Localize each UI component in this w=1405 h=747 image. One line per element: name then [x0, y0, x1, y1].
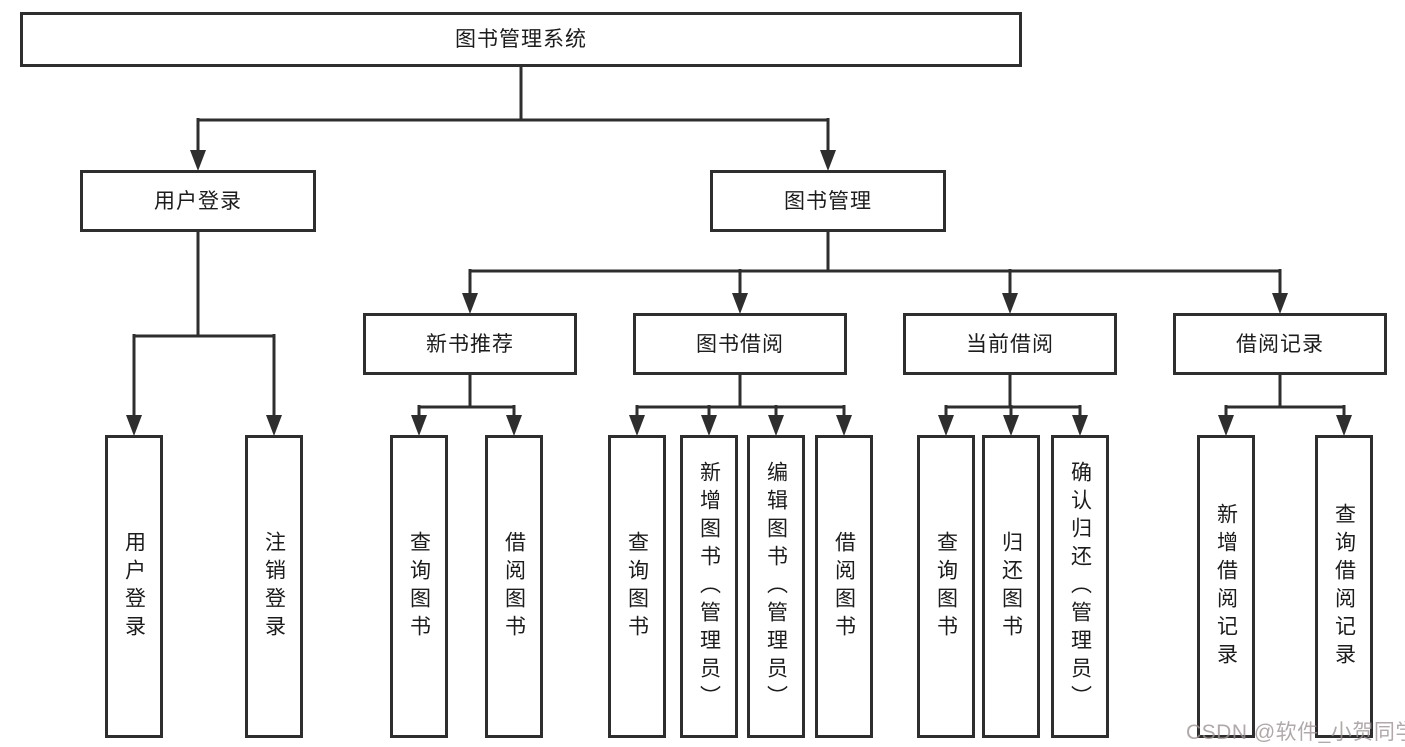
leaf-record-add-label: 新增借阅记录 [1214, 502, 1238, 671]
leaf-record-add: 新增借阅记录 [1197, 435, 1255, 738]
leaf-logout-label: 注销登录 [262, 530, 286, 643]
tree-edges [132, 67, 1346, 418]
leaf-newbook-query-label: 查询图书 [407, 530, 431, 643]
leaf-borrow-query: 查询图书 [608, 435, 666, 738]
leaf-borrow-add-admin-label: 新增图书（管理员） [697, 460, 721, 713]
arrowheads [126, 150, 1352, 436]
leaf-borrow-edit-admin: 编辑图书（管理员） [747, 435, 805, 738]
leaf-current-confirm-admin: 确认归还（管理员） [1051, 435, 1109, 738]
node-borrow-records: 借阅记录 [1173, 313, 1387, 375]
leaf-current-query: 查询图书 [917, 435, 975, 738]
leaf-borrow-borrow: 借阅图书 [815, 435, 873, 738]
node-book-borrow: 图书借阅 [633, 313, 847, 375]
node-user-login: 用户登录 [80, 170, 316, 232]
node-book-borrow-label: 图书借阅 [696, 332, 784, 356]
leaf-newbook-borrow-label: 借阅图书 [502, 530, 526, 643]
leaf-borrow-borrow-label: 借阅图书 [832, 530, 856, 643]
leaf-current-confirm-admin-label: 确认归还（管理员） [1068, 460, 1092, 713]
leaf-borrow-edit-admin-label: 编辑图书（管理员） [764, 460, 788, 713]
leaf-user-login-label: 用户登录 [122, 530, 146, 643]
leaf-newbook-query: 查询图书 [390, 435, 448, 738]
leaf-user-login: 用户登录 [105, 435, 163, 738]
leaf-borrow-query-label: 查询图书 [625, 530, 649, 643]
csdn-watermark: CSDN @软件_小贺同学 [1186, 721, 1405, 744]
node-user-login-label: 用户登录 [154, 189, 242, 213]
leaf-record-query: 查询借阅记录 [1315, 435, 1373, 738]
leaf-record-query-label: 查询借阅记录 [1332, 502, 1356, 671]
node-new-book-recommend: 新书推荐 [363, 313, 577, 375]
leaf-newbook-borrow: 借阅图书 [485, 435, 543, 738]
node-root: 图书管理系统 [20, 12, 1022, 67]
leaf-borrow-add-admin: 新增图书（管理员） [680, 435, 738, 738]
leaf-current-return: 归还图书 [982, 435, 1040, 738]
node-current-borrow: 当前借阅 [903, 313, 1117, 375]
node-borrow-records-label: 借阅记录 [1236, 332, 1324, 356]
leaf-current-return-label: 归还图书 [999, 530, 1023, 643]
node-new-book-recommend-label: 新书推荐 [426, 332, 514, 356]
leaf-logout: 注销登录 [245, 435, 303, 738]
node-current-borrow-label: 当前借阅 [966, 332, 1054, 356]
leaf-current-query-label: 查询图书 [934, 530, 958, 643]
node-book-management: 图书管理 [710, 170, 946, 232]
node-book-management-label: 图书管理 [784, 189, 872, 213]
node-root-label: 图书管理系统 [455, 28, 587, 51]
